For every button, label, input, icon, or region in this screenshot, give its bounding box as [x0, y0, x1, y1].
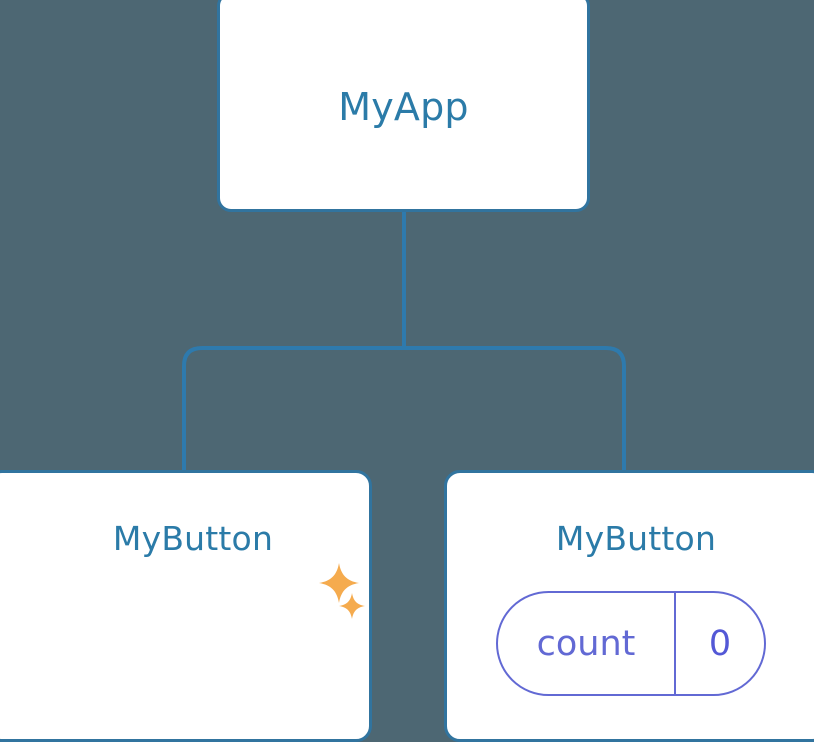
node-mybutton-left-title: MyButton [112, 519, 274, 558]
node-mybutton-left[interactable]: MyButton [0, 470, 372, 742]
state-value-right: 0 [674, 593, 764, 694]
node-myapp-title: MyApp [338, 85, 469, 129]
node-mybutton-right-title: MyButton [555, 519, 717, 558]
state-badge-right[interactable]: count 0 [496, 591, 766, 696]
node-mybutton-right[interactable]: MyButton count 0 [444, 470, 814, 742]
connector-branch-bus [182, 346, 626, 472]
node-myapp[interactable]: MyApp [217, 0, 590, 212]
state-pill-plain[interactable]: count 0 [496, 591, 766, 696]
state-key-right: count [536, 623, 636, 664]
